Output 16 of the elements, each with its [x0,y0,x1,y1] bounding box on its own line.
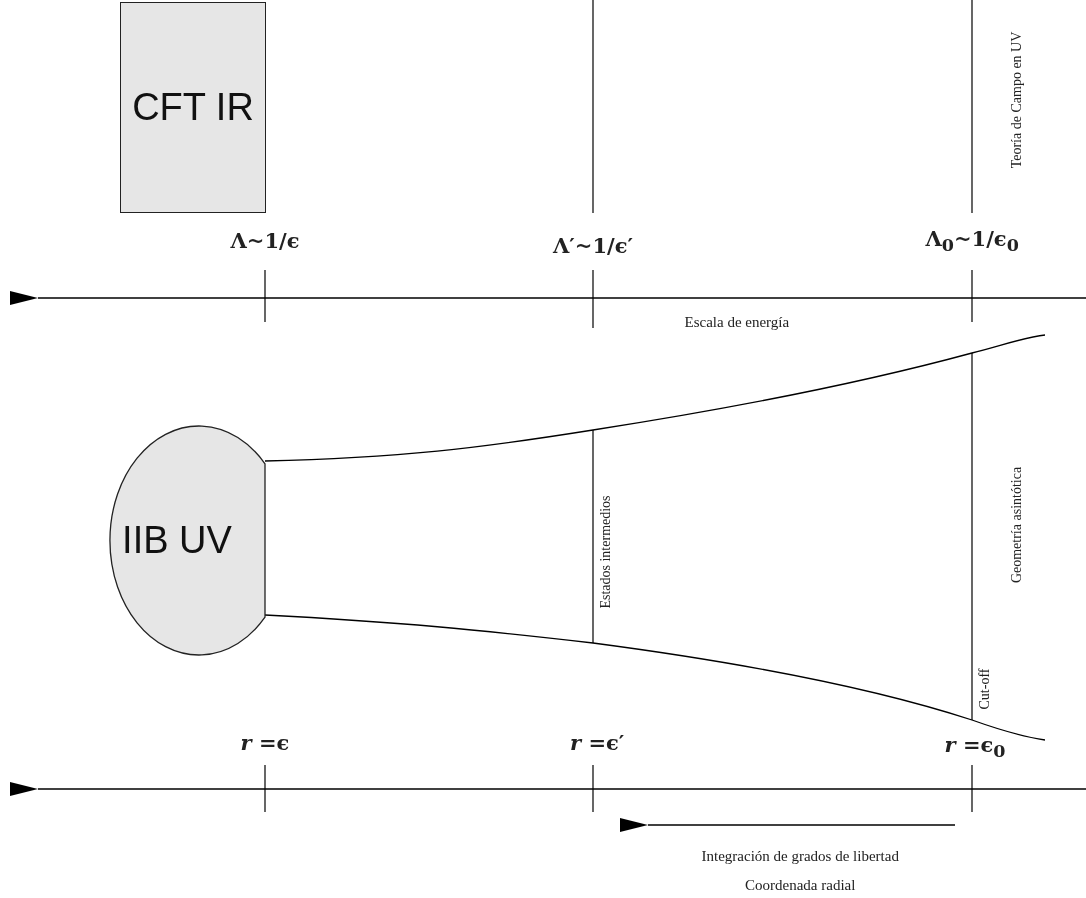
axis-label: Escala de energía [684,313,790,331]
node-label: IIB UV [122,519,232,562]
region-label: Cut-off [977,668,993,710]
axis-label: Coordenada radial [745,876,856,894]
scale-label: Λ′~1/ϵ′ [553,232,634,258]
radius-label: r =ϵ$_{0}$ [944,731,1006,761]
scale-label: Λ~1/ϵ [230,227,300,253]
region-label: Geometría asintótica [1009,466,1026,584]
axis-label: Teoría de Campo en UV [1008,31,1025,169]
process-box [120,2,266,213]
region-label: Estados intermedios [597,495,614,609]
arrow-label: Integración de grados de libertad [701,847,899,865]
radius-label: r =ϵ [240,729,290,755]
radius-label: r =ϵ′ [570,729,625,755]
scale-label: Λ$_{0}$~1/ϵ$_{0}$ [925,225,1019,255]
node-label: CFT IR [132,86,254,129]
